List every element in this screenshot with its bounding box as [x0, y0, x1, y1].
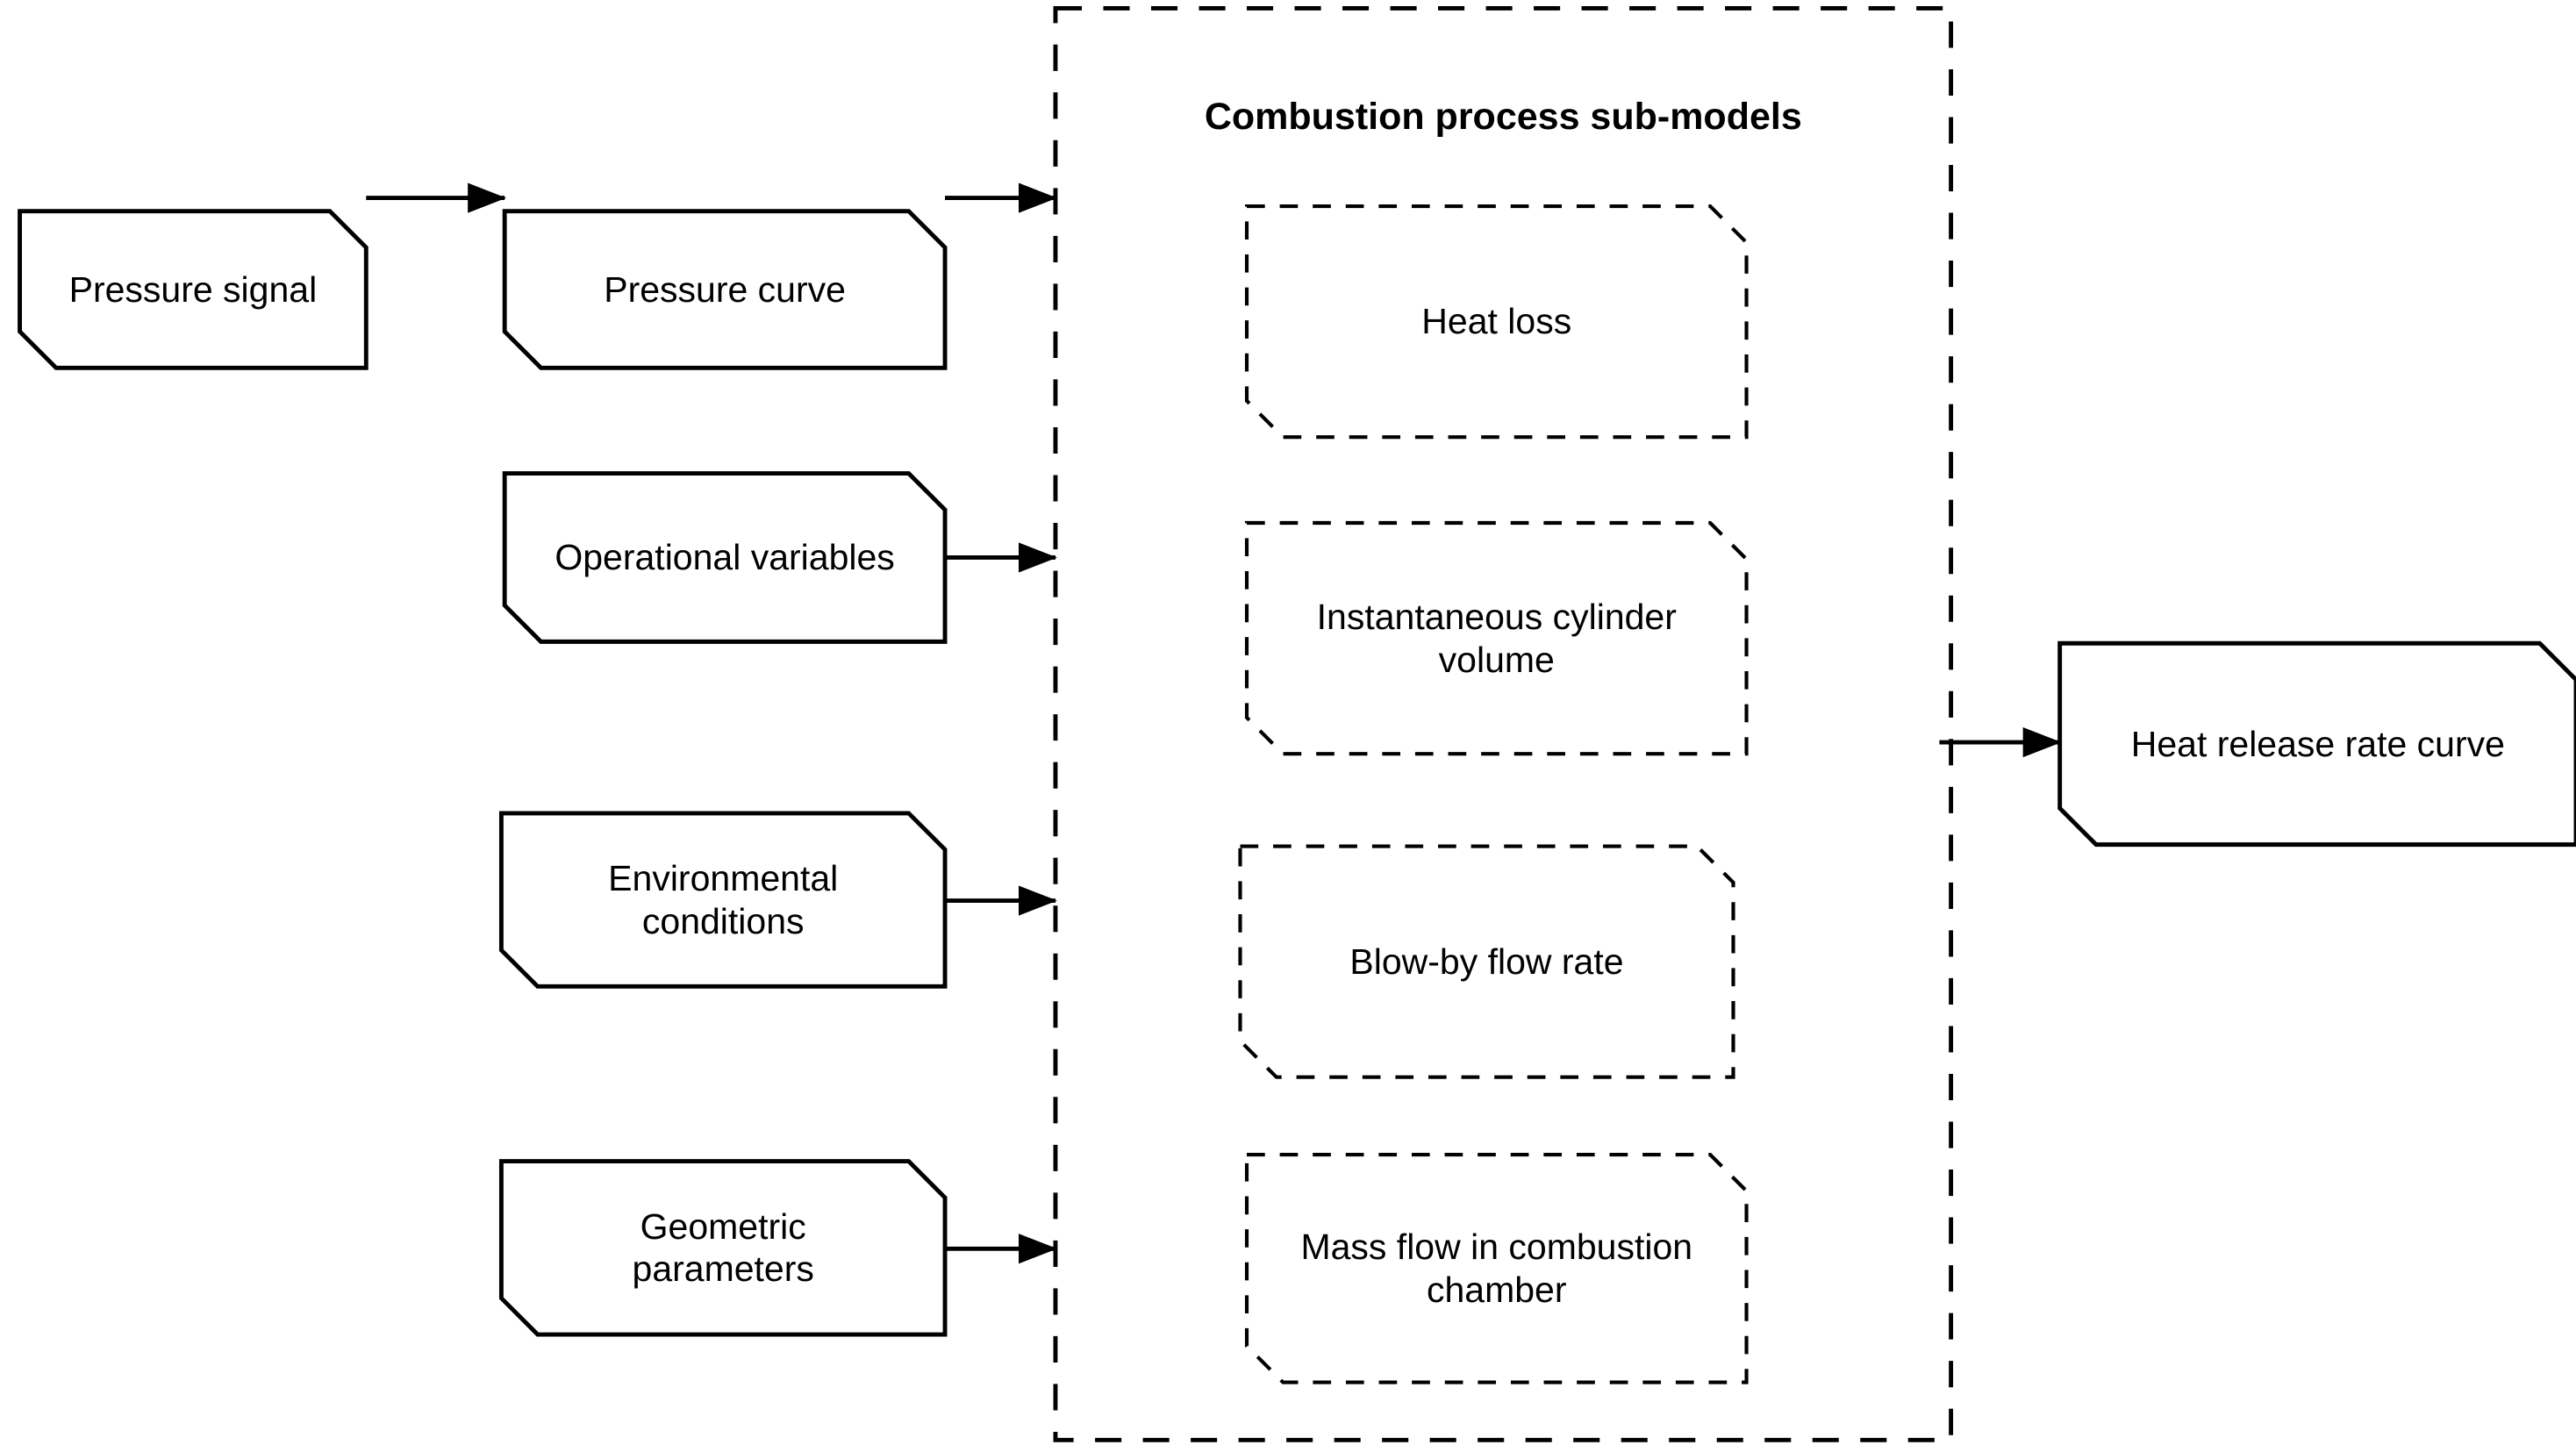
- heat-loss-node[interactable]: [1244, 204, 1749, 440]
- operational-variables-node[interactable]: [502, 471, 948, 644]
- blow-by-flow-rate-node[interactable]: [1238, 844, 1735, 1079]
- combustion-process-sub-models-container[interactable]: [1053, 5, 1954, 1442]
- pressure-signal-node[interactable]: [18, 209, 369, 370]
- environmental-conditions-node[interactable]: [498, 811, 948, 989]
- combustion-process-sub-models-title: Combustion process sub-models: [1204, 96, 1802, 139]
- instantaneous-cylinder-volume-node[interactable]: [1244, 520, 1749, 756]
- heat-release-rate-curve-node[interactable]: [2057, 640, 2576, 848]
- mass-flow-in-combustion-chamber-node[interactable]: [1244, 1153, 1749, 1384]
- geometric-parameters-node[interactable]: [498, 1159, 948, 1337]
- pressure-curve-node[interactable]: [502, 209, 948, 370]
